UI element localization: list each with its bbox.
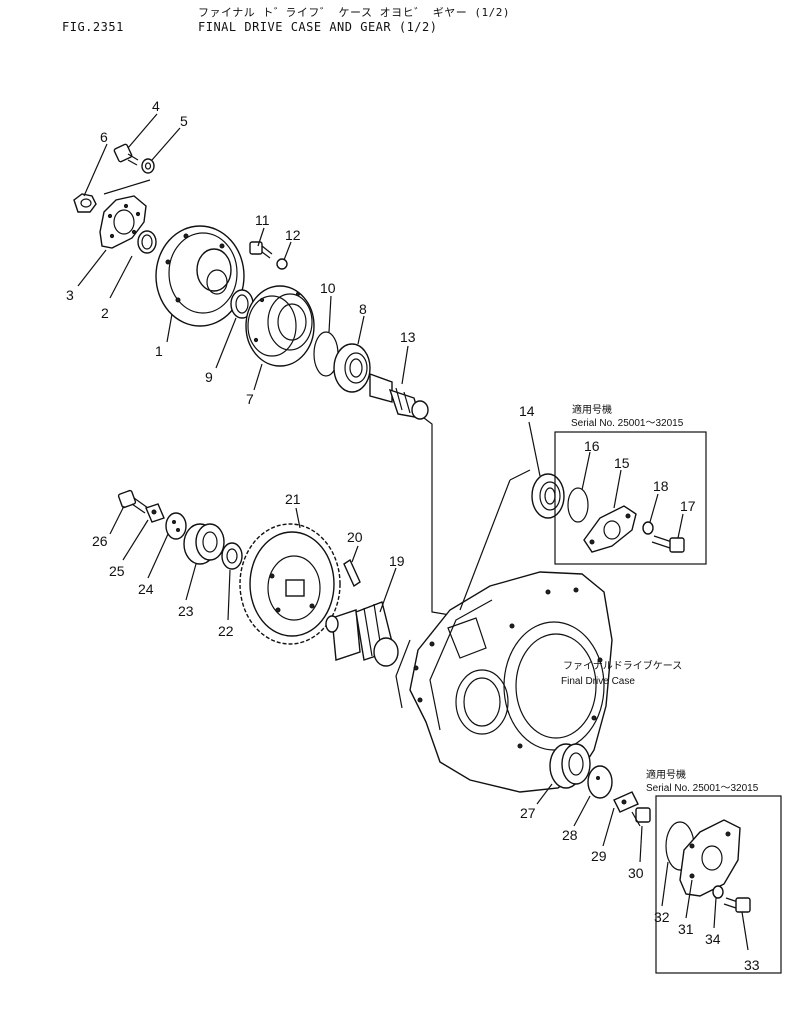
part-6-nut [73, 193, 97, 213]
callout-11: 11 [255, 212, 270, 228]
part-15-cover [583, 505, 637, 553]
callout-21: 21 [285, 491, 301, 507]
part-1-cover [155, 225, 245, 327]
callout-10: 10 [320, 280, 336, 296]
part-24-retainer [165, 512, 187, 540]
final-drive-case [395, 571, 613, 793]
figure-title-english: FINAL DRIVE CASE AND GEAR (1/2) [198, 20, 438, 34]
part-23-bearing [183, 523, 225, 565]
callout-2: 2 [101, 305, 109, 321]
part-14-bearing [531, 473, 565, 519]
part-20-key [343, 558, 361, 588]
part-19-pinion [325, 601, 399, 667]
part-21-bevel-gear [239, 523, 341, 645]
inset-lower-label-jp: 適用号機 [646, 768, 686, 781]
part-31-cover [679, 819, 741, 897]
case-label-english: Final Drive Case [561, 676, 635, 687]
part-12-washer [276, 258, 288, 270]
inset-upper-label-serial: Serial No. 25001～32015 [571, 418, 684, 429]
part-18-washer [642, 521, 654, 535]
figure-title-japanese: ファイナル ト゛ライフ゛ ケース オヨヒ゛ ギヤー (1/2) [198, 6, 510, 19]
callout-5: 5 [180, 113, 188, 129]
part-17-bolt [651, 535, 685, 553]
callout-24: 24 [138, 581, 154, 597]
part-11-bolt [249, 241, 273, 259]
part-29-lock-plate [613, 791, 639, 813]
callout-18: 18 [653, 478, 669, 494]
part-28-retainer [587, 765, 613, 799]
callout-14: 14 [519, 403, 535, 419]
callout-1: 1 [155, 343, 163, 359]
case-label-japanese: ファイナルドライブケース [563, 659, 682, 672]
part-13-pinion-shaft [369, 373, 429, 420]
inset-frame-upper [554, 431, 707, 565]
part-2-seal [137, 230, 157, 254]
callout-34: 34 [705, 931, 721, 947]
part-16-o-ring [567, 487, 589, 523]
callout-28: 28 [562, 827, 578, 843]
callout-9: 9 [205, 369, 213, 385]
inset-upper-label-jp: 適用号機 [572, 403, 612, 416]
part-33-bolt [723, 897, 751, 913]
callout-32: 32 [654, 909, 670, 925]
part-8-bearing [333, 343, 371, 393]
figure-number: FIG.2351 [62, 20, 124, 34]
inset-lower-label-serial: Serial No. 25001～32015 [646, 783, 759, 794]
callout-20: 20 [347, 529, 363, 545]
callout-16: 16 [584, 438, 600, 454]
callout-15: 15 [614, 455, 630, 471]
callout-4: 4 [152, 98, 160, 114]
callout-13: 13 [400, 329, 416, 345]
part-26-bolt [117, 489, 149, 514]
part-34-washer [712, 885, 724, 899]
callout-27: 27 [520, 805, 536, 821]
callout-8: 8 [359, 301, 367, 317]
callout-7: 7 [246, 391, 254, 407]
callout-19: 19 [389, 553, 405, 569]
callout-26: 26 [92, 533, 108, 549]
part-27-bearing [549, 743, 591, 789]
callout-25: 25 [109, 563, 125, 579]
callout-22: 22 [218, 623, 234, 639]
callout-33: 33 [744, 957, 760, 973]
part-5-washer [141, 158, 155, 174]
callout-3: 3 [66, 287, 74, 303]
callout-29: 29 [591, 848, 607, 864]
callout-6: 6 [100, 129, 108, 145]
part-9-oil-seal [230, 289, 254, 319]
inset-frame-lower [655, 795, 782, 974]
callout-numbers: 1 2 3 4 5 6 7 8 9 10 11 12 13 14 15 16 1… [66, 98, 760, 973]
part-22-spacer [221, 542, 243, 570]
leader-lines [77, 113, 749, 951]
callout-12: 12 [285, 227, 301, 243]
part-30-bolt [631, 807, 651, 827]
callout-17: 17 [680, 498, 696, 514]
part-3-plate [99, 195, 147, 249]
part-25-lock-plate [145, 503, 165, 523]
callout-31: 31 [678, 921, 694, 937]
part-7-bearing-housing [245, 285, 315, 367]
callout-23: 23 [178, 603, 194, 619]
callout-30: 30 [628, 865, 644, 881]
part-4-bolt [113, 143, 139, 166]
